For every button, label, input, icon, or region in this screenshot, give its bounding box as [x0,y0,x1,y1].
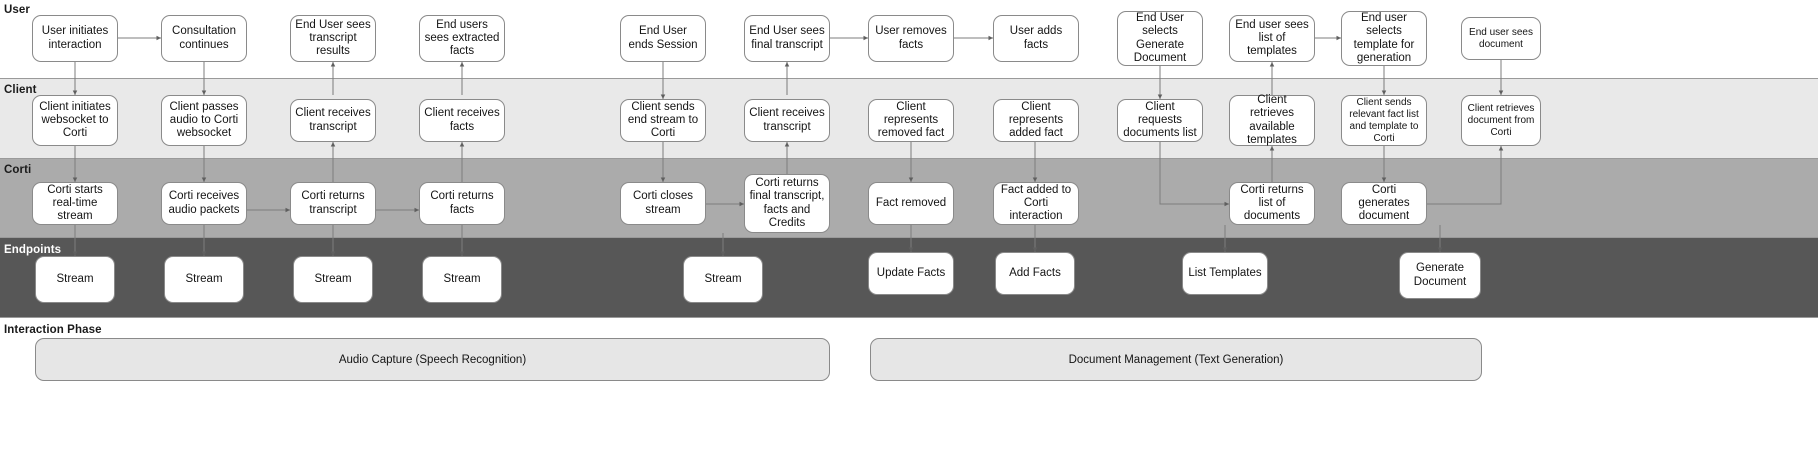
lane-divider [0,237,1818,238]
client-task-c2[interactable]: Client passes audio to Corti websocket [161,95,247,146]
lane-title-endpoints: Endpoints [4,244,62,256]
endpoint-e2[interactable]: Stream [164,256,244,303]
user-task-u3[interactable]: End User sees transcript results [290,15,376,62]
client-task-c6[interactable]: Client receives transcript [744,99,830,142]
client-task-c4[interactable]: Client receives facts [419,99,505,142]
corti-task-k4[interactable]: Corti returns facts [419,182,505,225]
user-task-u11[interactable]: End user selects template for generation [1341,11,1427,66]
user-task-u9[interactable]: End User selects Generate Document [1117,11,1203,66]
endpoint-e1[interactable]: Stream [35,256,115,303]
user-task-u1[interactable]: User initiates interaction [32,15,118,62]
corti-task-k10[interactable]: Corti generates document [1341,182,1427,225]
user-task-u12[interactable]: End user sees document [1461,17,1541,60]
lane-title-interaction-phase: Interaction Phase [4,324,102,336]
client-task-c3[interactable]: Client receives transcript [290,99,376,142]
user-task-u8[interactable]: User adds facts [993,15,1079,62]
lane-divider [0,317,1818,318]
client-task-c12[interactable]: Client retrieves document from Corti [1461,95,1541,146]
corti-task-k5[interactable]: Corti closes stream [620,182,706,225]
user-task-u2[interactable]: Consultation continues [161,15,247,62]
endpoint-e6[interactable]: Update Facts [868,252,954,295]
user-task-u4[interactable]: End users sees extracted facts [419,15,505,62]
endpoint-e8[interactable]: List Templates [1182,252,1268,295]
corti-task-k7[interactable]: Fact removed [868,182,954,225]
lane-title-client: Client [4,84,37,96]
user-task-u5[interactable]: End User ends Session [620,15,706,62]
endpoint-e7[interactable]: Add Facts [995,252,1075,295]
client-task-c11[interactable]: Client sends relevant fact list and temp… [1341,95,1427,146]
user-task-u7[interactable]: User removes facts [868,15,954,62]
corti-task-k1[interactable]: Corti starts real-time stream [32,182,118,225]
client-task-c10[interactable]: Client retrieves available templates [1229,94,1315,146]
endpoint-e4[interactable]: Stream [422,256,502,303]
user-task-u6[interactable]: End User sees final transcript [744,15,830,62]
phase-bar-p2[interactable]: Document Management (Text Generation) [870,338,1482,381]
corti-task-k6[interactable]: Corti returns final transcript, facts an… [744,174,830,233]
client-task-c9[interactable]: Client requests documents list [1117,99,1203,142]
lane-divider [0,158,1818,159]
client-task-c1[interactable]: Client initiates websocket to Corti [32,95,118,146]
lane-divider [0,78,1818,79]
phase-bar-p1[interactable]: Audio Capture (Speech Recognition) [35,338,830,381]
client-task-c5[interactable]: Client sends end stream to Corti [620,99,706,142]
endpoint-e3[interactable]: Stream [293,256,373,303]
endpoint-e9[interactable]: Generate Document [1399,252,1481,299]
corti-task-k9[interactable]: Corti returns list of documents [1229,182,1315,225]
user-task-u10[interactable]: End user sees list of templates [1229,15,1315,62]
lane-title-user: User [4,4,30,16]
corti-task-k3[interactable]: Corti returns transcript [290,182,376,225]
endpoint-e5[interactable]: Stream [683,256,763,303]
corti-task-k2[interactable]: Corti receives audio packets [161,182,247,225]
corti-task-k8[interactable]: Fact added to Corti interaction [993,182,1079,225]
client-task-c8[interactable]: Client represents added fact [993,99,1079,142]
lane-title-corti: Corti [4,164,32,176]
client-task-c7[interactable]: Client represents removed fact [868,99,954,142]
